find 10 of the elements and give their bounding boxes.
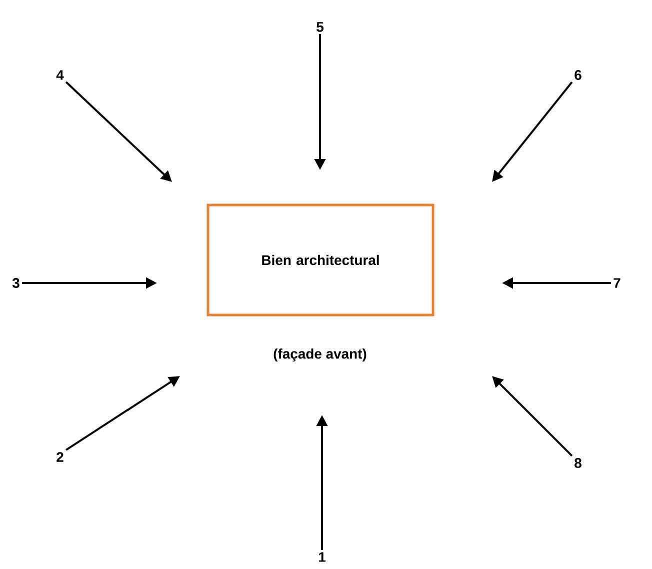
number-label: 6	[574, 70, 582, 80]
node-label: (façade avant)	[274, 348, 366, 362]
number-label: 4	[56, 70, 64, 80]
number-label: 1	[319, 552, 326, 562]
number-label: 8	[574, 458, 582, 468]
box: Bien architectural	[206, 204, 434, 316]
number-label: 2	[56, 452, 64, 462]
number-label: 3	[12, 278, 20, 288]
number-label: 5	[316, 22, 324, 32]
number-label: 7	[614, 278, 620, 288]
